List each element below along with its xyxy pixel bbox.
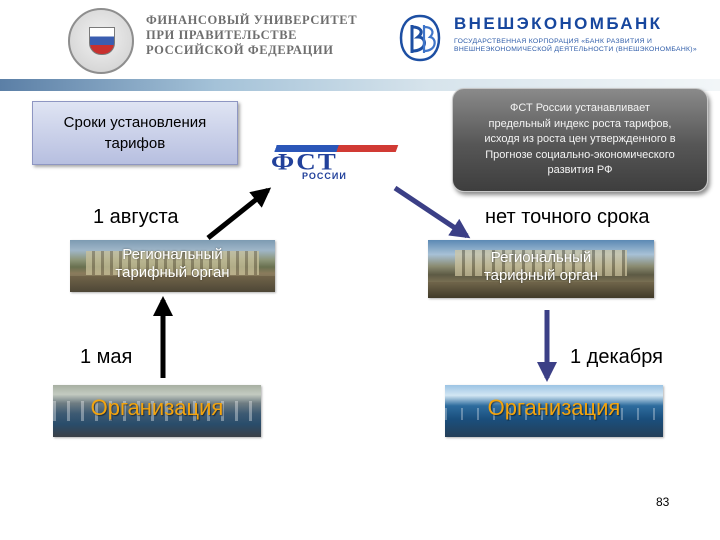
university-name-line: РОССИЙСКОЙ ФЕДЕРАЦИИ	[146, 43, 334, 57]
right-organization-label: Организация	[487, 395, 621, 420]
left-regulator-label: Региональный тарифный орган	[115, 246, 230, 281]
fst-note-text: ФСТ России устанавливает предельный инде…	[484, 102, 676, 177]
left-lower-date: 1 мая	[80, 346, 133, 368]
financial-university-name: ФИНАНСОВЫЙ УНИВЕРСИТЕТ ПРИ ПРАВИТЕЛЬСТВЕ…	[146, 13, 357, 58]
fst-logo-caption: РОССИИ	[302, 171, 347, 181]
left-upper-date: 1 августа	[93, 206, 179, 228]
right-upper-date: нет точного срока	[485, 206, 650, 228]
right-lower-date: 1 декабря	[570, 346, 663, 368]
right-regulator-photo: Региональный тарифный орган	[428, 240, 654, 298]
right-organization-photo: Организация	[445, 385, 663, 437]
left-regulator-photo: Региональный тарифный орган	[70, 240, 275, 292]
bank-name: ВНЕШЭКОНОМБАНК	[454, 14, 663, 33]
arrow-right-fst-to-regulator	[393, 185, 471, 239]
left-organization-label: Организация	[90, 395, 224, 420]
financial-university-emblem	[68, 8, 134, 74]
left-organization-photo: Организация	[53, 385, 261, 437]
slide-header: ФИНАНСОВЫЙ УНИВЕРСИТЕТ ПРИ ПРАВИТЕЛЬСТВЕ…	[0, 0, 720, 78]
university-name-line: ПРИ ПРАВИТЕЛЬСТВЕ	[146, 28, 298, 42]
right-regulator-label: Региональный тарифный орган	[483, 249, 599, 284]
tariff-deadlines-text: Сроки установления тарифов	[63, 114, 207, 152]
bank-subtitle: ГОСУДАРСТВЕННАЯ КОРПОРАЦИЯ «БАНК РАЗВИТИ…	[454, 38, 697, 54]
fst-note-box: ФСТ России устанавливает предельный инде…	[452, 88, 708, 192]
page-number: 83	[656, 495, 670, 509]
bank-subtitle-line: ВНЕШНЕЭКОНОМИЧЕСКОЙ ДЕЯТЕЛЬНОСТИ (ВНЕШЭК…	[454, 46, 697, 53]
veb-logo-icon	[399, 14, 441, 62]
university-name-line: ФИНАНСОВЫЙ УНИВЕРСИТЕТ	[146, 13, 358, 27]
fst-logo: ФСТ РОССИИ	[253, 142, 409, 184]
fst-logo-letters: ФСТ	[271, 149, 338, 175]
tariff-deadlines-box: Сроки установления тарифов	[32, 101, 238, 165]
bank-subtitle-line: ГОСУДАРСТВЕННАЯ КОРПОРАЦИЯ «БАНК РАЗВИТИ…	[454, 38, 653, 45]
arrow-left-regulator-to-fst	[206, 187, 272, 240]
